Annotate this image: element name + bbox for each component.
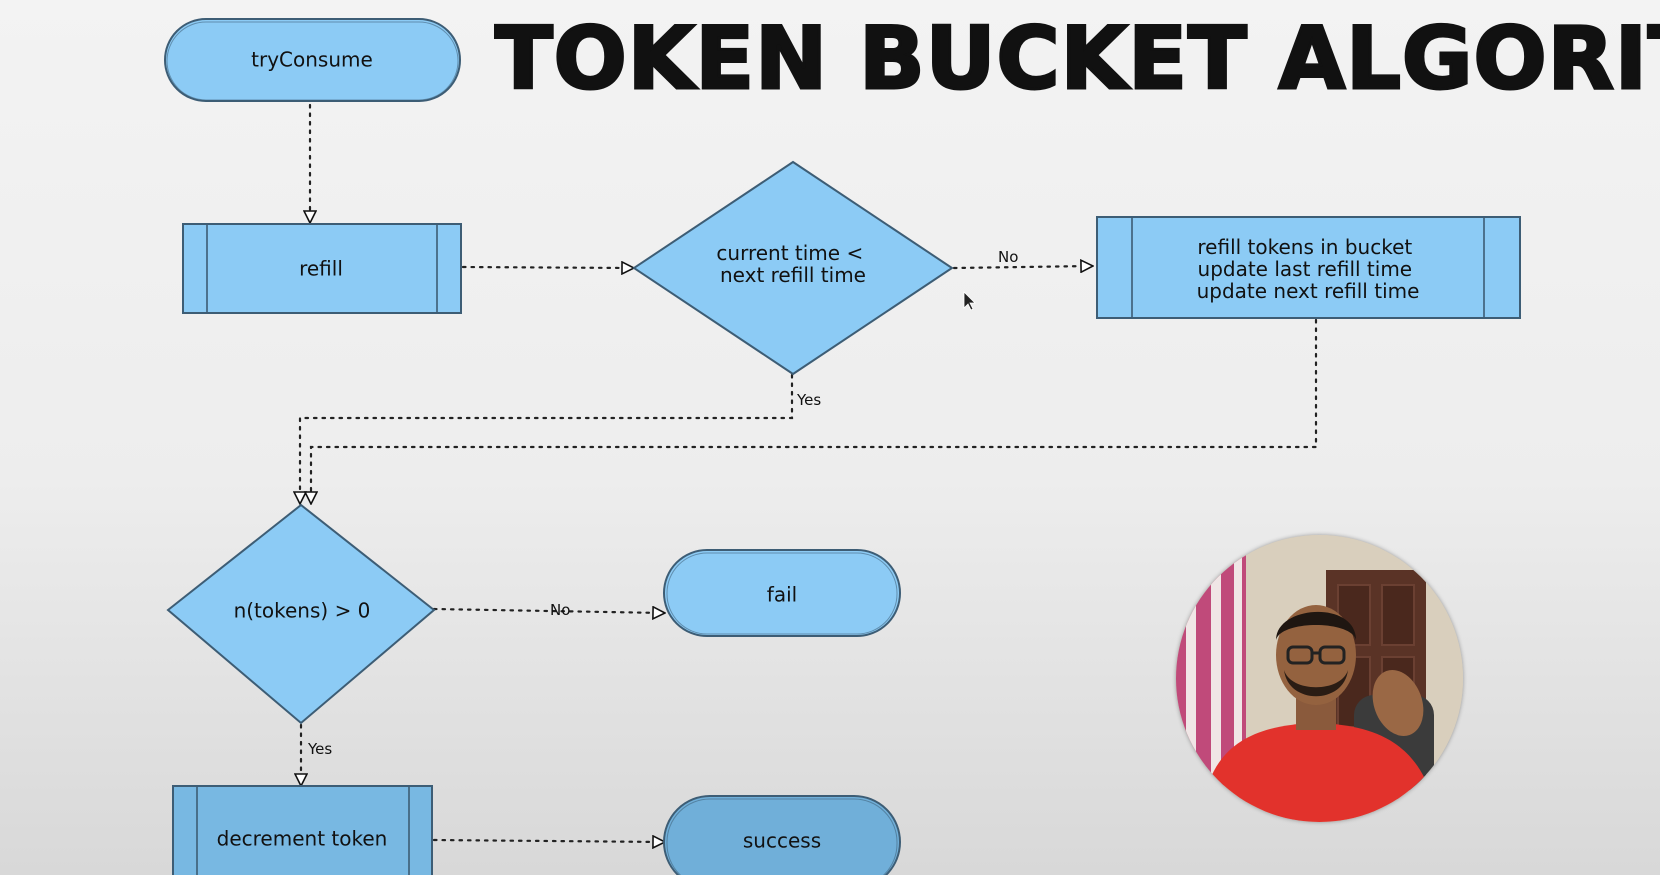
edge-label-time-no: No bbox=[998, 248, 1018, 266]
edge-decrement-success bbox=[432, 840, 664, 842]
node-fail-label: fail bbox=[767, 583, 797, 607]
edge-timecheck-tokencheck bbox=[300, 373, 794, 503]
node-time-check-line-2: next refill time bbox=[720, 263, 866, 287]
node-refill-action-line-2: update last refill time bbox=[1198, 257, 1413, 281]
node-refill-action-line-1: refill tokens in bucket bbox=[1197, 235, 1412, 259]
presenter-webcam bbox=[1176, 535, 1463, 822]
edge-timecheck-refillaction bbox=[952, 266, 1092, 268]
node-token-check: n(tokens) > 0 bbox=[166, 503, 436, 725]
node-success: success bbox=[663, 795, 901, 875]
edge-label-tokens-yes: Yes bbox=[307, 740, 332, 758]
mouse-cursor-icon bbox=[963, 291, 976, 311]
node-time-check-line-1: current time < bbox=[716, 241, 863, 265]
node-success-label: success bbox=[743, 829, 821, 853]
node-token-check-label: n(tokens) > 0 bbox=[234, 599, 371, 623]
node-refill-label: refill bbox=[299, 257, 343, 281]
edge-label-tokens-no: No bbox=[550, 601, 570, 619]
node-time-check: current time < next refill time bbox=[632, 160, 954, 376]
svg-text:current time < next refi: current time < next refill time bbox=[716, 241, 869, 287]
node-refill-action: refill tokens in bucket update last refi… bbox=[1096, 216, 1521, 319]
edge-label-time-yes: Yes bbox=[796, 391, 821, 409]
edge-tokencheck-fail bbox=[432, 609, 664, 613]
node-decrement: decrement token bbox=[172, 785, 433, 875]
edge-refillaction-tokencheck bbox=[311, 318, 1318, 503]
page-title: TOKEN BUCKET ALGORITHM bbox=[494, 8, 1660, 111]
svg-text:refill tokens in bucket: refill tokens in bucket update last refi… bbox=[1197, 235, 1420, 303]
presenter-icon bbox=[1176, 535, 1463, 822]
node-try-consume: tryConsume bbox=[164, 18, 461, 102]
node-refill-action-line-3: update next refill time bbox=[1197, 279, 1420, 303]
node-refill: refill bbox=[182, 223, 462, 314]
node-try-consume-label: tryConsume bbox=[251, 48, 373, 72]
node-fail: fail bbox=[663, 549, 901, 637]
connectors bbox=[300, 103, 1318, 842]
node-decrement-label: decrement token bbox=[217, 827, 388, 851]
edge-refill-timecheck bbox=[461, 267, 633, 268]
